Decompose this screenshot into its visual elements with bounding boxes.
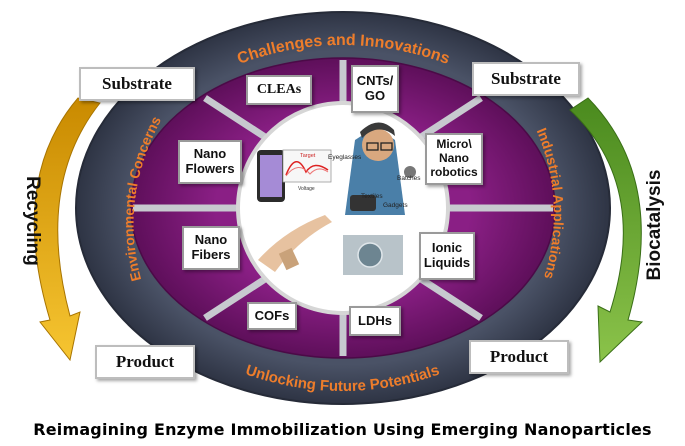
segment-cofs: COFs	[247, 302, 297, 330]
product-box-left: Product	[95, 345, 195, 379]
segment-flowers-line2: Flowers	[185, 161, 235, 176]
segment-cnts-go-line2: GO	[364, 88, 386, 103]
label-batches: Batches	[397, 175, 421, 182]
segment-flowers-line1: Nano	[193, 146, 227, 162]
segment-nano-fibers: Nano Fibers	[182, 226, 240, 270]
label-voltage: Voltage	[298, 186, 315, 192]
segment-ionic-line1: Ionic	[431, 240, 463, 256]
label-gadgets: Gadgets	[383, 202, 408, 209]
segment-ionic-line2: Liquids	[423, 255, 471, 270]
segment-cnts-go: CNTs/ GO	[351, 65, 399, 113]
segment-micro-line1: Micro\	[436, 137, 472, 152]
segment-micro-line3: robotics	[430, 164, 478, 179]
product-box-right: Product	[469, 340, 569, 374]
segment-cleas: CLEAs	[246, 75, 312, 105]
biocatalysis-label: Biocatalysis	[644, 170, 665, 281]
segment-nano-flowers: Nano Flowers	[178, 140, 242, 184]
recycling-arrow	[33, 97, 101, 362]
recycling-label: Recycling	[22, 176, 43, 266]
segment-fibers-line2: Fibers	[191, 247, 231, 262]
wearable-illustration	[257, 122, 416, 275]
segment-micro-line2: Nano	[439, 151, 469, 166]
segment-cnts-go-line1: CNTs/	[356, 73, 394, 89]
label-textiles: Textiles	[361, 193, 383, 200]
center-image-circle	[236, 101, 450, 315]
segment-ionic-liquids: Ionic Liquids	[419, 232, 475, 280]
segment-micro-nano-robotics: Micro\ Nano robotics	[425, 133, 483, 185]
segment-ldhs: LDHs	[349, 306, 401, 336]
segment-fibers-line1: Nano	[194, 232, 228, 248]
biocatalysis-arrow	[569, 97, 644, 364]
substrate-box-right: Substrate	[472, 62, 580, 96]
label-eyeglasses: Eyeglasses	[328, 154, 362, 161]
figure-caption: Reimagining Enzyme Immobilization Using …	[33, 420, 652, 439]
label-target: Target	[300, 153, 316, 159]
substrate-box-left: Substrate	[79, 67, 195, 101]
